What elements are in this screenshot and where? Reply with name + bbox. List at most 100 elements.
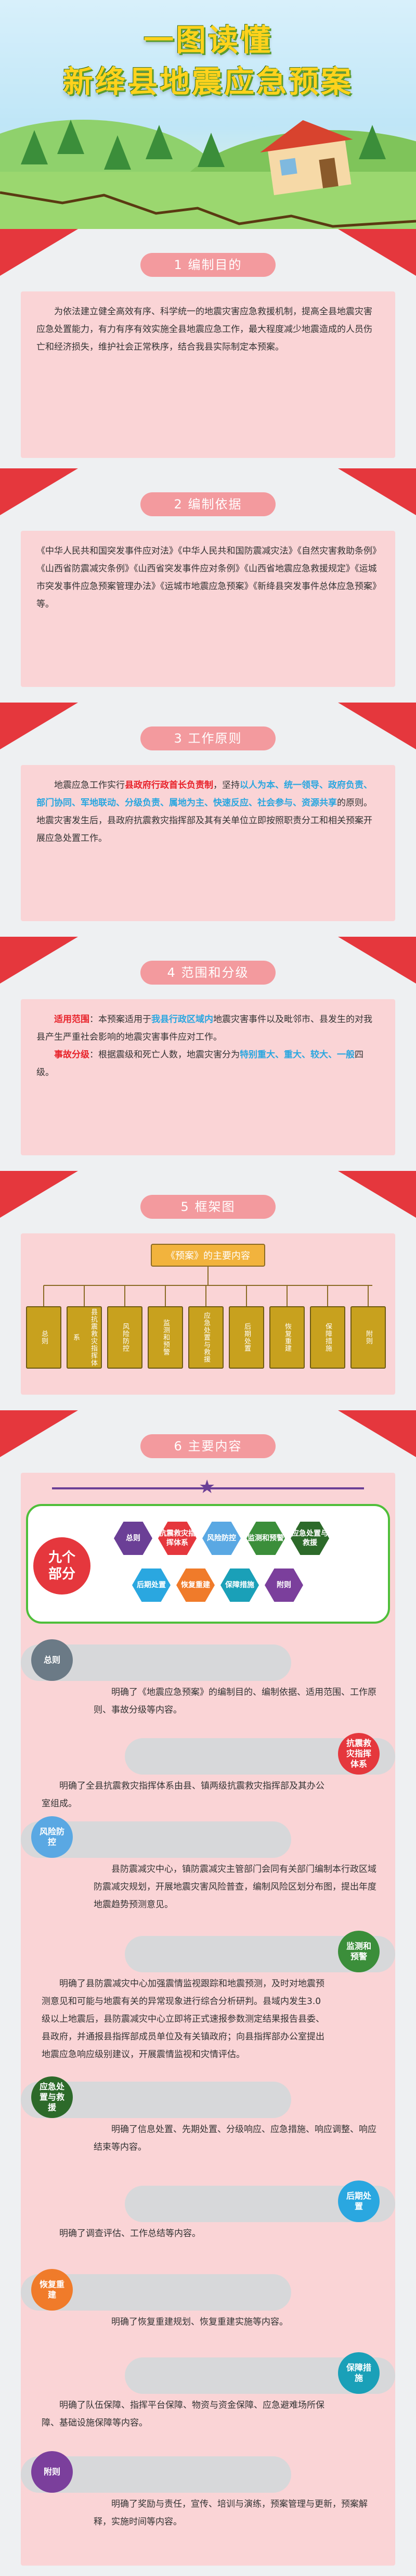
part-hexagon: 附则 xyxy=(265,1568,303,1602)
framework-card: 《预案》的主要内容 总则县抗震救灾指挥体系风险防控监测和预警应急处置与救援后期处… xyxy=(21,1233,395,1395)
section-title: 4 范围和分级 xyxy=(140,961,276,985)
highlight-blue: 我县行政区域内 xyxy=(151,1014,213,1025)
section-main-content: 6 主要内容 ★ 九个部分 总则抗震救灾指挥体系风险防控监测和预警应急处置与救援… xyxy=(0,1410,416,2576)
item-badge: 总则 xyxy=(31,1639,73,1681)
highlight-blue: 以人为本、统一领导、政府负责、部门协同、军地联动、分级负责、属地为主、快速反应、… xyxy=(36,780,372,808)
framework-box: 后期处置 xyxy=(229,1306,264,1369)
item-badge: 风险防控 xyxy=(31,1816,73,1858)
part-hexagon: 风险防控 xyxy=(202,1522,241,1555)
title-line-1: 一图读懂 xyxy=(143,22,272,58)
section-text: 四级。 xyxy=(36,1050,363,1078)
corner-decoration xyxy=(338,1410,416,1457)
framework-box: 风险防控 xyxy=(107,1306,142,1369)
section-text: 《中华人民共和国突发事件应对法》《中华人民共和国防震减灾法》《自然灾害救助条例》… xyxy=(36,546,377,609)
corner-decoration xyxy=(338,937,416,984)
section-text: ：根据震级和死亡人数，地震灾害分为 xyxy=(89,1050,240,1060)
item-badge-label: 保障措施 xyxy=(346,2363,371,2383)
item-text: 明确了调查评估、工作总结等内容。 xyxy=(59,2228,201,2239)
corner-decoration xyxy=(0,468,78,515)
part-hexagon: 后期处置 xyxy=(132,1568,171,1602)
tree-icon xyxy=(21,130,48,164)
framework-box: 总则 xyxy=(26,1306,61,1369)
star-icon: ★ xyxy=(199,1476,216,1498)
item-badge: 保障措施 xyxy=(338,2352,380,2394)
highlight-blue: 特别重大、重大、较大、一般 xyxy=(240,1050,355,1060)
section-basis: 2 编制依据 《中华人民共和国突发事件应对法》《中华人民共和国防震减灾法》《自然… xyxy=(0,468,416,703)
section-card: 《中华人民共和国突发事件应对法》《中华人民共和国防震减灾法》《自然灾害救助条例》… xyxy=(21,531,395,687)
section-principles: 3 工作原则 地震应急工作实行县政府行政首长负责制，坚持以人为本、统一领导、政府… xyxy=(0,703,416,937)
item-text: 明确了信息处置、先期处置、分级响应、应急措施、响应调整、响应结束等内容。 xyxy=(94,2124,376,2152)
section-title: 2 编制依据 xyxy=(140,492,276,516)
item-text: 明确了队伍保障、指挥平台保障、物资与资金保障、应急避难场所保障、基础设施保障等内… xyxy=(42,2400,324,2428)
item-badge-label: 抗震救灾指挥体系 xyxy=(346,1738,371,1769)
ground-crack-icon xyxy=(0,191,416,228)
section-text: 为依法建立健全高效有序、科学统一的地震灾害应急救援机制，提高全县地震灾害应急处置… xyxy=(36,307,372,352)
item-text: 县防震减灾中心，镇防震减灾主管部门会同有关部门编制本行政区域防震减灾规划，开展地… xyxy=(94,1864,376,1910)
section-framework: 5 框架图 《预案》的主要内容 总则县抗震救灾指挥体系风险防控监测和预警应急处置… xyxy=(0,1171,416,1410)
section-text: 地震应急工作实行 xyxy=(54,780,125,790)
framework-box: 监测和预警 xyxy=(148,1306,183,1369)
section-scope: 4 范围和分级 适用范围：本预案适用于我县行政区域内地震灾害事件以及毗邻市、县发… xyxy=(0,937,416,1171)
item-text: 明确了奖励与责任，宣传、培训与演练，预案管理与更新，预案解释，实施时间等内容。 xyxy=(94,2499,368,2527)
header-banner: 一图读懂 新绛县地震应急预案 xyxy=(0,0,416,229)
item-badge: 应急处置与救援 xyxy=(31,2076,73,2118)
corner-decoration xyxy=(0,1410,78,1457)
section-card: 地震应急工作实行县政府行政首长负责制，坚持以人为本、统一领导、政府负责、部门协同… xyxy=(21,765,395,921)
corner-decoration xyxy=(338,1171,416,1218)
tree-icon xyxy=(57,120,84,154)
item-badge-label: 监测和预警 xyxy=(346,1941,371,1961)
corner-decoration xyxy=(338,703,416,749)
corner-decoration xyxy=(338,229,416,276)
item-badge: 抗震救灾指挥体系 xyxy=(338,1733,380,1775)
corner-decoration xyxy=(0,229,78,276)
section-card: 适用范围：本预案适用于我县行政区域内地震灾害事件以及毗邻市、县发生的对我县产生严… xyxy=(21,999,395,1155)
section-card: 为依法建立健全高效有序、科学统一的地震灾害应急救援机制，提高全县地震灾害应急处置… xyxy=(21,291,395,458)
section-title: 3 工作原则 xyxy=(140,726,276,750)
main-content-card: ★ 九个部分 总则抗震救灾指挥体系风险防控监测和预警应急处置与救援后期处置恢复重… xyxy=(21,1473,395,2566)
item-badge-label: 风险防控 xyxy=(39,1827,64,1847)
highlight-red: 县政府行政首长负责制 xyxy=(125,780,213,790)
tree-icon xyxy=(146,125,173,159)
part-hexagon: 保障措施 xyxy=(220,1568,259,1602)
framework-box: 保障措施 xyxy=(310,1306,345,1369)
nine-parts-badge: 九个部分 xyxy=(33,1537,90,1595)
corner-decoration xyxy=(338,468,416,515)
corner-decoration xyxy=(0,703,78,749)
scope-label: 适用范围 xyxy=(54,1014,89,1025)
framework-box: 县抗震救灾指挥体系 xyxy=(67,1306,102,1369)
section-title: 6 主要内容 xyxy=(140,1434,276,1458)
item-badge-label: 后期处置 xyxy=(346,2191,371,2211)
item-badge: 后期处置 xyxy=(338,2180,380,2222)
divider-line xyxy=(52,1487,364,1489)
item-badge-label: 应急处置与救援 xyxy=(39,2082,64,2112)
grading-label: 事故分级 xyxy=(54,1050,89,1060)
item-badge-label: 附则 xyxy=(43,2467,60,2477)
tree-icon xyxy=(359,125,386,159)
framework-connectors xyxy=(43,1267,372,1306)
part-hexagon: 恢复重建 xyxy=(176,1568,215,1602)
section-text: ，坚持 xyxy=(213,780,240,790)
title-line-2: 新绛县地震应急预案 xyxy=(62,64,353,99)
framework-root: 《预案》的主要内容 xyxy=(151,1244,265,1267)
item-badge: 恢复重建 xyxy=(31,2269,73,2311)
item-text: 明确了《地震应急预案》的编制目的、编制依据、适用范围、工作原则、事故分级等内容。 xyxy=(94,1687,376,1715)
nine-parts-panel: 九个部分 总则抗震救灾指挥体系风险防控监测和预警应急处置与救援后期处置恢复重建保… xyxy=(26,1504,390,1624)
framework-box: 附则 xyxy=(350,1306,386,1369)
framework-box: 应急处置与救援 xyxy=(188,1306,224,1369)
corner-decoration xyxy=(0,1171,78,1218)
corner-decoration xyxy=(0,937,78,984)
item-badge-label: 总则 xyxy=(43,1655,60,1665)
part-hexagon: 总则 xyxy=(114,1522,152,1555)
item-text: 明确了县防震减灾中心加强震情监视跟踪和地震预测，及时对地震预测意见和可能与地震有… xyxy=(42,1979,324,2060)
item-text: 明确了全县抗震救灾指挥体系由县、镇两级抗震救灾指挥部及其办公室组成。 xyxy=(42,1781,324,1809)
section-purpose: 1 编制目的 为依法建立健全高效有序、科学统一的地震灾害应急救援机制，提高全县地… xyxy=(0,229,416,474)
part-hexagon: 应急处置与救援 xyxy=(291,1522,329,1555)
section-text: 的原则。地震灾害发生后，县政府抗震救灾指挥部及其有关单位立即按照职责分工和相关预… xyxy=(36,798,372,844)
section-text: ：本预案适用于 xyxy=(89,1014,151,1025)
item-badge-label: 恢复重建 xyxy=(39,2279,64,2300)
section-text: 地震灾害事件以及毗邻市、县发生的对我县产生严重社会影响的地震灾害事件应对工作。 xyxy=(36,1014,372,1042)
section-title: 5 框架图 xyxy=(140,1195,276,1219)
tree-icon xyxy=(104,135,131,170)
framework-box: 恢复重建 xyxy=(269,1306,305,1369)
item-text: 明确了恢复重建规划、恢复重建实施等内容。 xyxy=(111,2317,288,2327)
